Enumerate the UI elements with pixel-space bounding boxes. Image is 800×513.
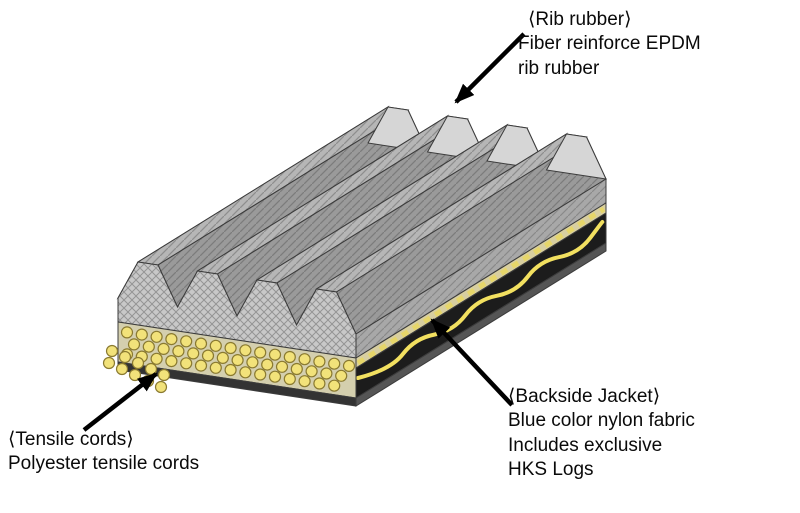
tensile-cord-end — [180, 357, 193, 370]
arrow-backside-jacket — [430, 318, 514, 407]
tensile-cord-end — [172, 345, 185, 358]
tensile-cord-end — [157, 368, 171, 382]
label-backside-jacket-line1: Blue color nylon fabric — [508, 410, 695, 432]
tensile-cord-end — [131, 356, 145, 370]
tensile-cord-end — [127, 338, 141, 351]
tensile-cords — [102, 326, 356, 394]
tensile-cord-end — [268, 370, 282, 383]
tensile-cord-end — [254, 368, 267, 381]
tensile-cord-end — [231, 354, 244, 367]
tensile-cord-end — [150, 352, 163, 365]
tensile-cord-end — [268, 348, 282, 361]
tensile-cord-end — [239, 344, 252, 357]
label-tensile-cords: ⟨Tensile cords⟩ Polyester tensile cords — [8, 428, 199, 477]
label-rib-rubber: ⟨Rib rubber⟩ Fiber reinforce EPDM rib ru… — [518, 8, 701, 81]
tensile-cord-end — [283, 372, 296, 386]
tensile-cord-end — [102, 356, 116, 370]
tensile-cord-end — [105, 344, 119, 358]
arrow-tensile-cords — [82, 372, 158, 432]
tensile-cord-end — [328, 379, 341, 392]
tensile-cord-end — [142, 340, 155, 353]
tensile-cord-end — [246, 356, 259, 369]
tensile-cord-end — [187, 347, 200, 360]
label-backside-jacket-line2: Includes exclusive — [508, 434, 663, 456]
label-backside-jacket: ⟨Backside Jacket⟩ Blue color nylon fabri… — [508, 385, 695, 482]
label-tensile-cords-heading: ⟨Tensile cords⟩ — [8, 429, 134, 450]
tensile-cord-end — [150, 330, 163, 343]
tensile-cord-end — [128, 368, 142, 382]
label-backside-jacket-heading: ⟨Backside Jacket⟩ — [508, 386, 661, 407]
tensile-cord-end — [224, 363, 237, 377]
tensile-cord-end — [254, 346, 267, 359]
jacket-stitch-wave — [356, 220, 605, 380]
tensile-cord-end — [194, 337, 208, 350]
tensile-cord-end — [180, 335, 193, 348]
tensile-cord-end — [120, 326, 134, 339]
tensile-cord-end — [328, 357, 341, 370]
tensile-cord-end — [283, 350, 296, 364]
label-tensile-cords-line1: Polyester tensile cords — [8, 453, 200, 475]
tensile-cord-end — [305, 365, 318, 378]
belt-top-ribs — [116, 105, 607, 335]
annotation-arrows — [82, 32, 526, 432]
tensile-cord-end — [335, 369, 348, 382]
tensile-cord-end — [115, 362, 129, 376]
belt-side-face — [355, 178, 607, 407]
label-rib-rubber-line1: Fiber reinforce EPDM — [518, 33, 701, 55]
tensile-cord-end — [157, 342, 170, 355]
tensile-cord-end — [165, 355, 178, 368]
tensile-cord-end — [118, 350, 132, 364]
label-rib-rubber-heading: ⟨Rib rubber⟩ — [528, 9, 632, 30]
tensile-cord-end — [298, 353, 311, 366]
tensile-cord-end — [209, 361, 222, 374]
tensile-cord-end — [342, 359, 356, 372]
tensile-cord-end — [216, 351, 229, 364]
label-rib-rubber-line2: rib rubber — [518, 57, 600, 79]
tensile-cord-end — [298, 375, 311, 388]
tensile-cord-end — [201, 349, 215, 362]
tensile-cord-end — [194, 359, 208, 372]
tensile-cord-end — [209, 339, 222, 352]
label-backside-jacket-line3: HKS Logs — [508, 458, 594, 480]
tensile-cord-end — [154, 380, 168, 394]
tensile-cord-end — [239, 366, 252, 379]
tensile-cord-end — [165, 333, 178, 346]
tensile-cord-end — [313, 377, 326, 390]
tensile-cord-end — [261, 358, 274, 371]
tensile-cord-end — [320, 367, 333, 380]
tensile-cord-end — [135, 328, 148, 341]
tensile-cord-end — [224, 341, 237, 355]
tensile-cord-end — [313, 355, 326, 368]
arrow-rib-rubber — [454, 32, 526, 104]
tensile-cord-end — [290, 362, 303, 376]
tensile-cord-end — [275, 360, 289, 373]
